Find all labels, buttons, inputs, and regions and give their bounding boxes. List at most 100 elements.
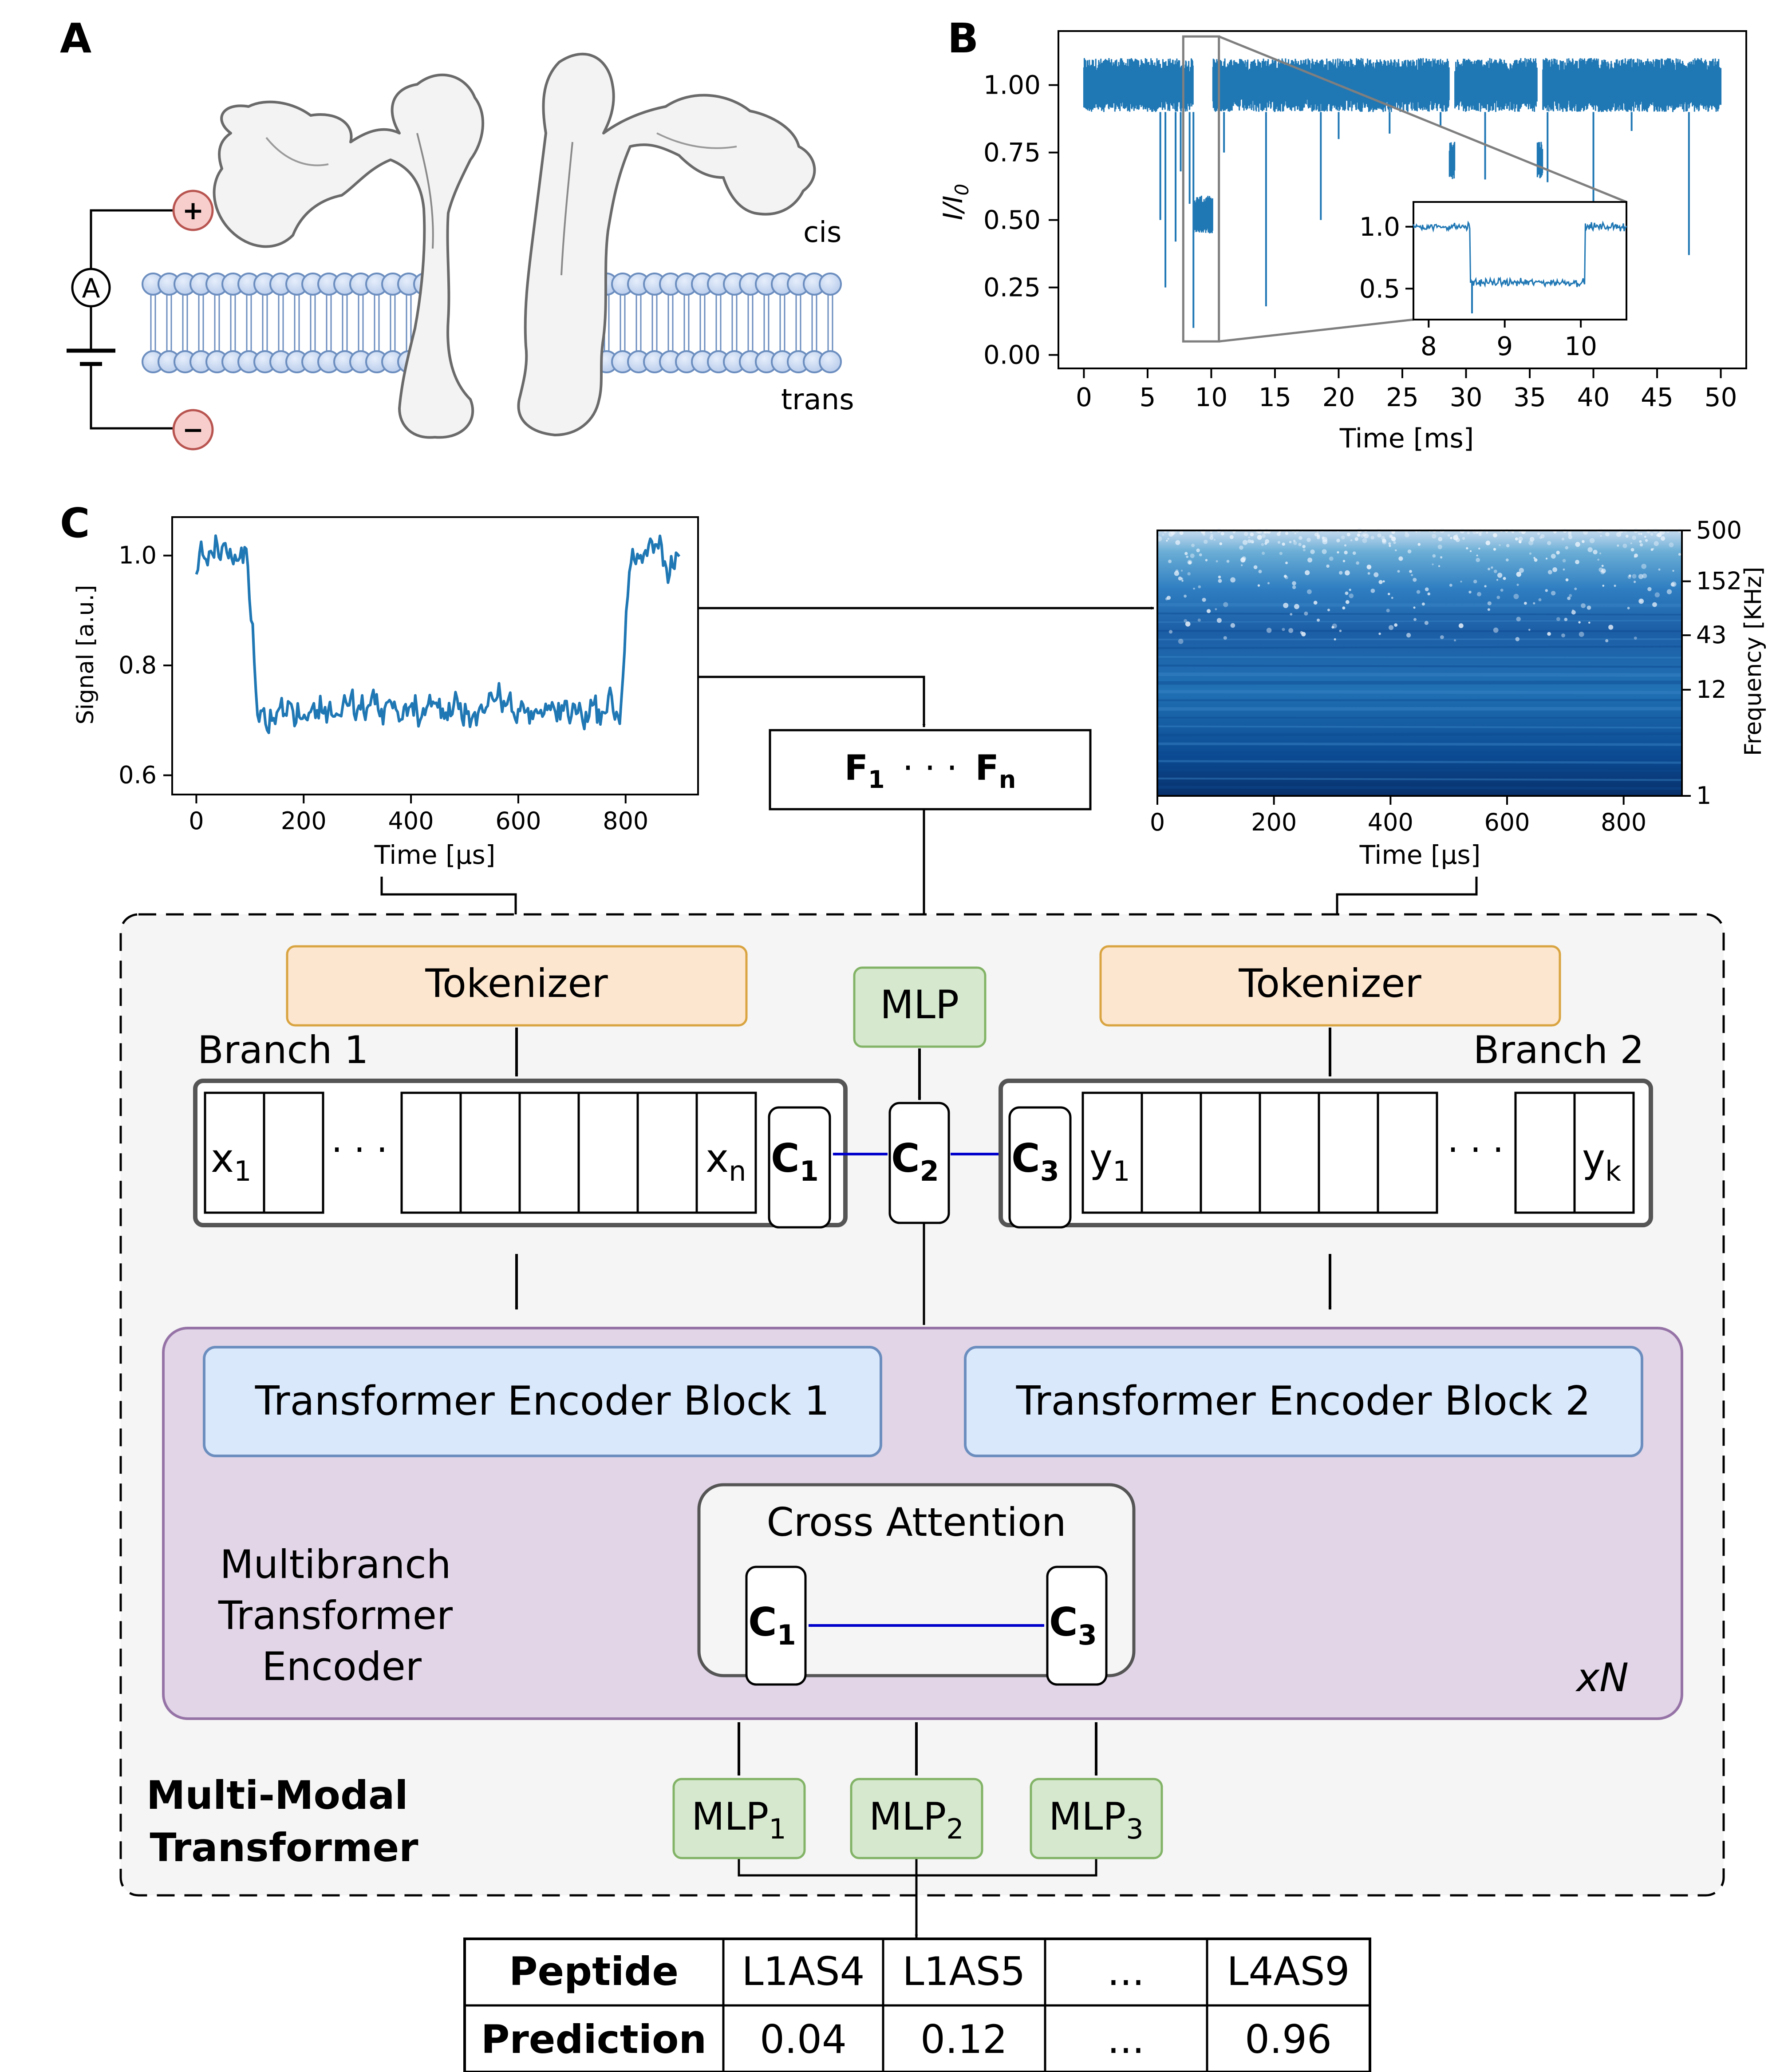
token-xn: xn — [706, 1135, 746, 1187]
speckle — [1476, 531, 1478, 534]
panel-b-label: B — [947, 15, 979, 62]
speckle — [1424, 621, 1429, 625]
speckle — [1226, 560, 1230, 563]
panel-a: A A + − cis trans — [60, 15, 854, 451]
speckle — [1617, 544, 1619, 547]
speckle — [1605, 639, 1609, 643]
feature-first-sub: 1 — [868, 766, 885, 794]
features-text: F1· · ·Fn — [845, 748, 1016, 794]
speckle — [1438, 565, 1440, 567]
speckle — [1288, 628, 1294, 633]
speckle — [1198, 585, 1201, 589]
speckle — [1344, 550, 1348, 555]
speckle — [1366, 565, 1372, 569]
x-tick-label: 800 — [1601, 808, 1646, 836]
branch-2-ellipsis: · · · — [1447, 1129, 1504, 1170]
speckle — [1393, 541, 1396, 544]
speckle — [1352, 551, 1356, 555]
panel-b-y-axis: 0.000.250.500.751.00 — [983, 70, 1058, 370]
speckle — [1293, 539, 1296, 542]
speckle — [1672, 569, 1674, 572]
speckle — [1561, 633, 1565, 637]
branch-1-ellipsis: · · · — [331, 1129, 387, 1170]
speckle — [1354, 537, 1358, 541]
speckle — [1600, 535, 1602, 537]
speckle — [1293, 541, 1297, 545]
speckle — [1395, 549, 1397, 552]
speckle — [1219, 542, 1223, 546]
speckle — [1551, 554, 1556, 559]
speckle — [1389, 625, 1394, 630]
speckle — [1493, 548, 1496, 551]
cls-token-c3-label: C3 — [1011, 1135, 1059, 1187]
mlp-2-sub: 2 — [946, 1813, 963, 1845]
speckle — [1467, 531, 1470, 534]
speckle — [1512, 531, 1514, 534]
mlp-3-base: MLP — [1049, 1795, 1126, 1839]
speckle — [1190, 554, 1195, 558]
mlp-1-base: MLP — [691, 1795, 769, 1839]
speckle — [1304, 611, 1308, 616]
speckle — [1290, 613, 1293, 616]
spectral-band — [1157, 638, 1682, 641]
speckle — [1521, 532, 1523, 534]
mm-line-2: Transformer — [150, 1825, 418, 1870]
speckle — [1242, 556, 1246, 561]
speckle — [1487, 601, 1492, 605]
spectral-band — [1157, 742, 1682, 746]
speckle — [1678, 553, 1681, 556]
speckle — [1289, 541, 1292, 543]
spectral-band — [1157, 672, 1682, 677]
speckle — [1322, 536, 1325, 539]
speckle — [1167, 538, 1169, 540]
table-header-col-1: L1AS4 — [742, 1949, 864, 1994]
panel-b-ylabel: I/I0 — [938, 184, 973, 220]
speckle — [1215, 608, 1217, 610]
x-tick-label: 400 — [1368, 808, 1413, 836]
speckle — [1538, 598, 1542, 601]
feature-last-sub: n — [999, 766, 1016, 794]
speckle — [1345, 591, 1349, 595]
speckle — [1491, 566, 1493, 569]
y-tick-label: 0.6 — [118, 761, 157, 789]
speckle — [1449, 584, 1452, 587]
speckle — [1641, 564, 1646, 569]
speckle — [1345, 570, 1350, 576]
speckle — [1528, 629, 1531, 631]
speckle — [1589, 538, 1595, 543]
tokenizer-1-box — [286, 945, 748, 1027]
speckle — [1178, 576, 1182, 581]
speckle — [1627, 607, 1630, 609]
speckle — [1432, 554, 1436, 558]
spectral-band — [1157, 620, 1682, 623]
c2-sub: 2 — [920, 1155, 939, 1187]
mlp-2-box — [850, 1778, 983, 1859]
speckle — [1307, 558, 1313, 563]
signal-trace — [195, 534, 681, 734]
speckle — [1630, 542, 1632, 545]
speckle — [1342, 560, 1346, 562]
speckle — [1476, 554, 1478, 557]
speckle — [1440, 556, 1443, 559]
speckle — [1447, 534, 1450, 537]
speckle — [1229, 535, 1234, 539]
encoder-block-2-label: Transformer Encoder Block 2 — [1016, 1378, 1591, 1424]
speckle — [1391, 536, 1396, 542]
feature-first: F — [845, 748, 868, 788]
x-tick-label: 600 — [1484, 808, 1530, 836]
speckle — [1356, 561, 1359, 565]
tokenizer-2-label: Tokenizer — [1238, 961, 1421, 1006]
speckle — [1389, 535, 1393, 538]
speckle — [1218, 579, 1222, 583]
speckle — [1346, 533, 1350, 537]
table-value-2: 0.12 — [920, 2017, 1007, 2062]
speckle — [1370, 536, 1374, 540]
speckle — [1357, 533, 1361, 537]
token-y1-base: y — [1089, 1135, 1113, 1181]
token-yk-base: y — [1582, 1135, 1605, 1181]
speckle — [1279, 552, 1283, 555]
mbt-line-1: Multibranch — [220, 1542, 451, 1587]
speckle — [1378, 580, 1383, 584]
mlp-3-box — [1030, 1778, 1163, 1859]
ca-c3-base: C — [1049, 1599, 1078, 1645]
